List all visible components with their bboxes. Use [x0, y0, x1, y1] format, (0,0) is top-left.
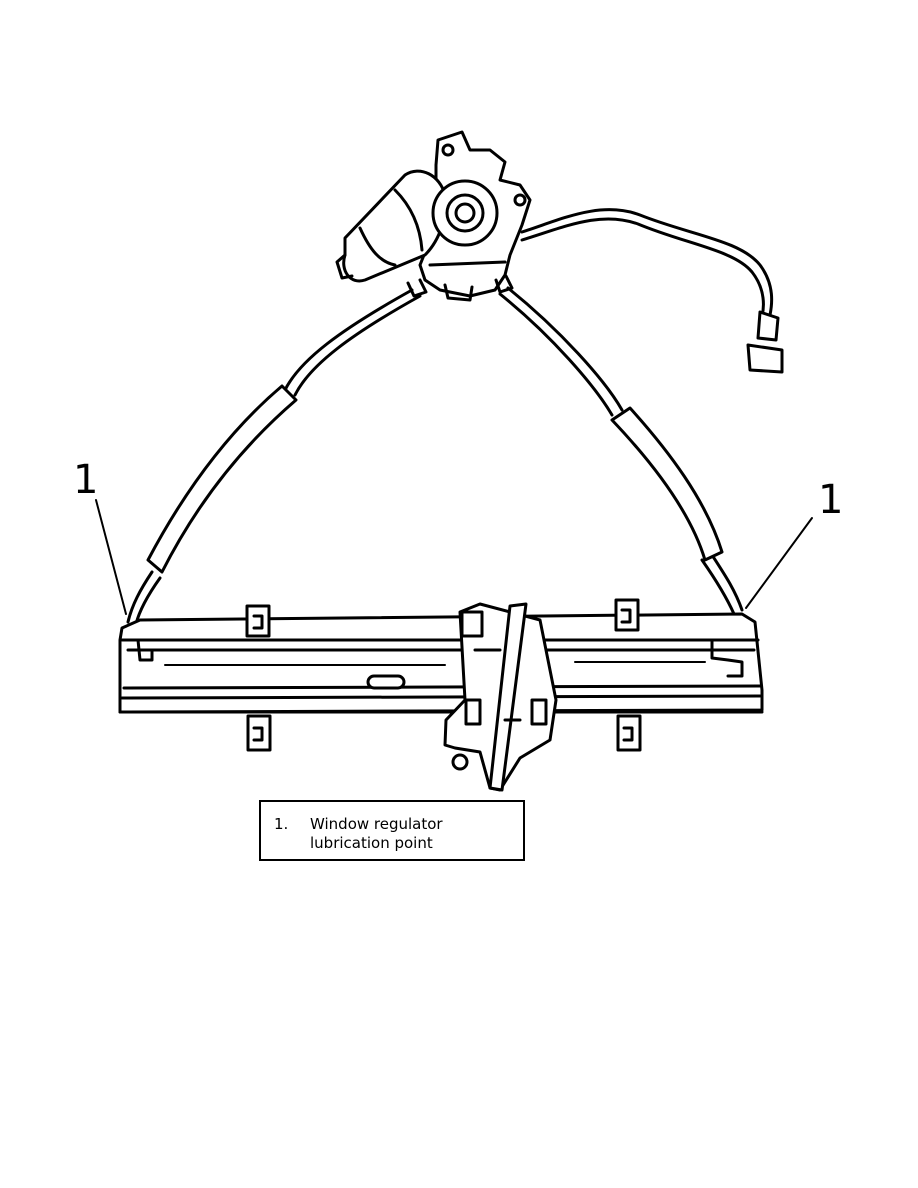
mounting-tabs [245, 598, 642, 752]
right-cable-arm [498, 286, 744, 616]
right-cable-sleeve [610, 406, 724, 562]
glass-carrier [443, 602, 558, 792]
regulator-rail [118, 612, 764, 714]
legend-item-text: Window regulator lubrication point [310, 815, 443, 852]
legend-box: 1. Window regulator lubrication point [259, 800, 525, 861]
legend-item-number: 1. [274, 815, 289, 833]
callout-number: 1 [818, 477, 843, 523]
callout-leader-lines [95, 499, 813, 615]
callout-number: 1 [73, 457, 98, 503]
motor-assembly [335, 130, 532, 302]
left-cable-arm [126, 288, 422, 626]
left-cable-sleeve [146, 384, 298, 574]
wire-harness [520, 208, 784, 374]
